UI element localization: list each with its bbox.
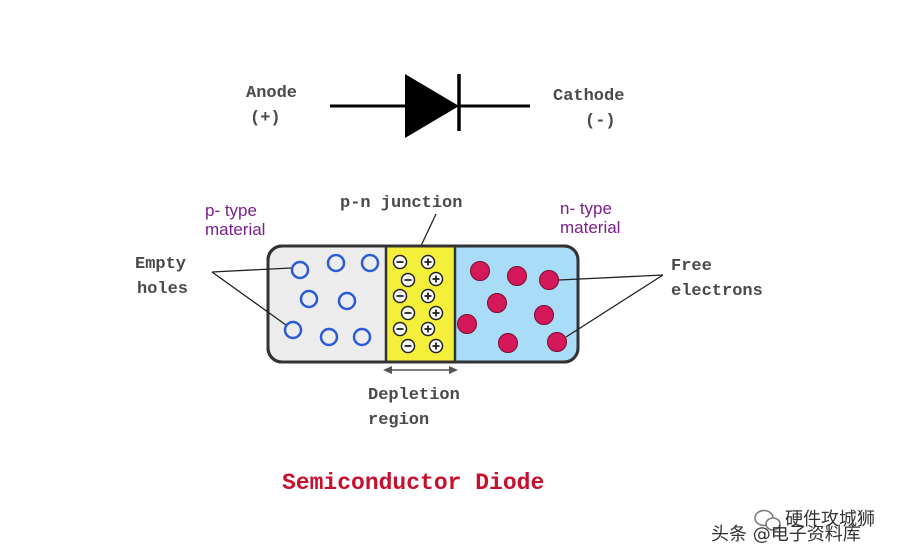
empty-holes-label: Empty [135, 255, 186, 274]
p-type-label: p- type [205, 201, 257, 220]
plus-sign-icon [428, 271, 444, 287]
hole-icon [360, 253, 380, 273]
watermark-line1: 硬件攻城狮 [785, 509, 875, 530]
double-arrow-icon [383, 366, 458, 374]
n-type-label-2: material [560, 218, 620, 237]
depletion-label: Depletion [368, 386, 460, 405]
negative-ions [392, 254, 416, 354]
hole-icon [337, 291, 357, 311]
free-electrons-label: Free [671, 257, 712, 276]
electrons-pointers [558, 274, 664, 338]
depletion-label-2: region [368, 411, 429, 430]
minus-sign-icon [400, 338, 416, 354]
minus-sign-icon [400, 272, 416, 288]
pn-junction-label: p-n junction [340, 194, 462, 213]
diode-symbol-icon [330, 74, 530, 138]
hole-icon [319, 327, 339, 347]
electron-icon [498, 333, 518, 353]
hole-icon [299, 289, 319, 309]
plus-sign-icon [420, 321, 436, 337]
hole-icon [326, 253, 346, 273]
electron-icon [487, 293, 507, 313]
plus-sign-icon [428, 338, 444, 354]
positive-ions [420, 254, 444, 354]
electron-icon [507, 266, 527, 286]
diagram-title: Semiconductor Diode [282, 470, 544, 496]
electron-icon [539, 270, 559, 290]
hole-icon [283, 320, 303, 340]
wechat-icon [754, 509, 781, 531]
electrons-group [457, 261, 567, 353]
anode-label: Anode [246, 84, 297, 103]
minus-sign-icon [400, 305, 416, 321]
cathode-label: Cathode [553, 87, 624, 106]
plus-sign-icon [420, 288, 436, 304]
plus-sign-icon [420, 254, 436, 270]
junction-pointer [419, 213, 437, 249]
plus-sign-icon [428, 305, 444, 321]
minus-sign-icon [392, 254, 408, 270]
minus-sign-icon [392, 288, 408, 304]
electron-icon [547, 332, 567, 352]
holes-group [283, 253, 380, 347]
electron-icon [534, 305, 554, 325]
p-type-label-2: material [205, 220, 265, 239]
electron-icon [470, 261, 490, 281]
free-electrons-label-2: electrons [671, 282, 763, 301]
minus-sign-icon [392, 321, 408, 337]
hole-icon [352, 327, 372, 347]
holes-pointers [211, 267, 292, 326]
cathode-sign: (-) [585, 112, 616, 131]
watermark-line2: 头条 @电子资料库 [711, 524, 861, 545]
empty-holes-label-2: holes [137, 280, 188, 299]
hole-icon [290, 260, 310, 280]
n-type-label: n- type [560, 199, 612, 218]
anode-sign: (+) [250, 109, 281, 128]
electron-icon [457, 314, 477, 334]
